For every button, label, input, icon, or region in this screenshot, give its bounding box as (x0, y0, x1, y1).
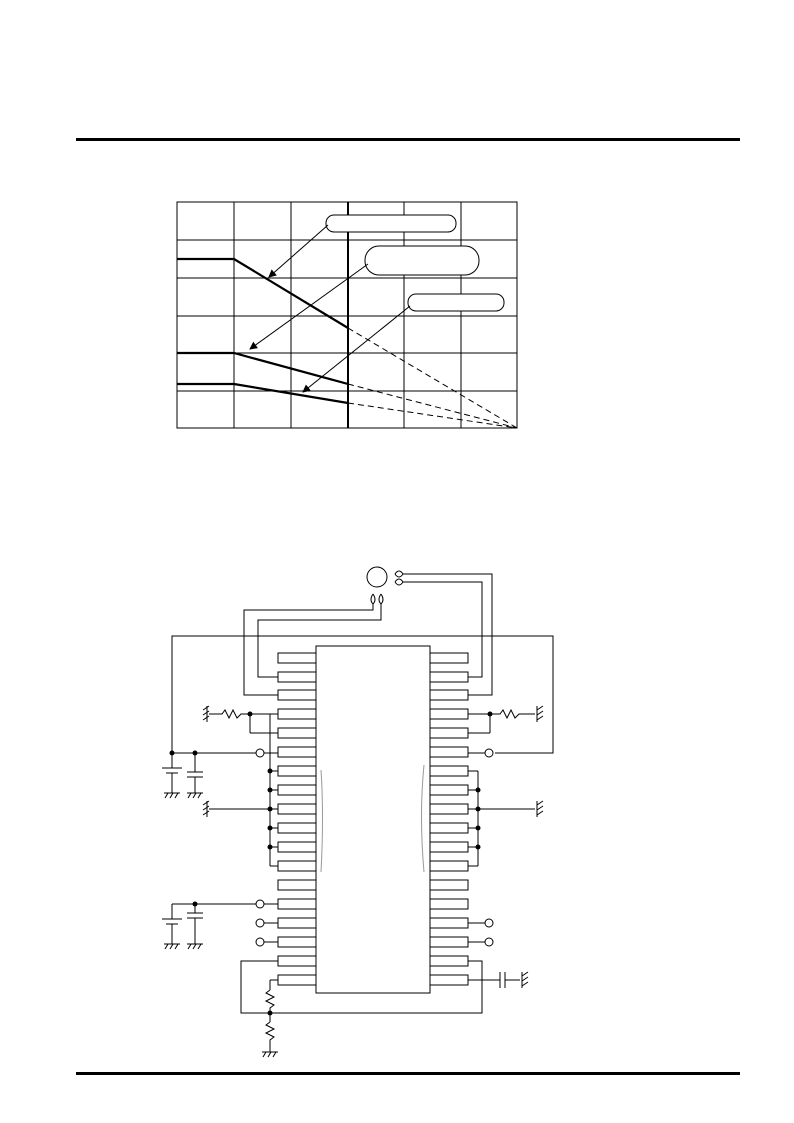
stepper-motor (366, 566, 404, 605)
vcc-terminal-left (255, 748, 265, 758)
curve-2 (177, 351, 349, 386)
input-terminal-4 (484, 937, 494, 947)
curve-3 (177, 382, 349, 405)
callout-1 (325, 214, 457, 233)
input-terminal-1 (255, 918, 265, 928)
callout-3 (407, 293, 505, 312)
input-terminal-2 (255, 937, 265, 947)
callout-leaders (249, 224, 411, 393)
derating-curves (177, 257, 349, 405)
junction-dots (169, 711, 493, 1016)
vcc-terminal-right (484, 748, 494, 758)
callout-2 (364, 245, 480, 276)
ic-body (315, 645, 431, 994)
header-rule (76, 138, 740, 141)
ic-right-pins (429, 652, 469, 986)
input-terminal-3 (484, 918, 494, 928)
footer-rule (76, 1072, 740, 1075)
ic-left-pins (277, 652, 317, 986)
extrapolation-lines (347, 327, 518, 429)
curve-1 (177, 257, 349, 329)
